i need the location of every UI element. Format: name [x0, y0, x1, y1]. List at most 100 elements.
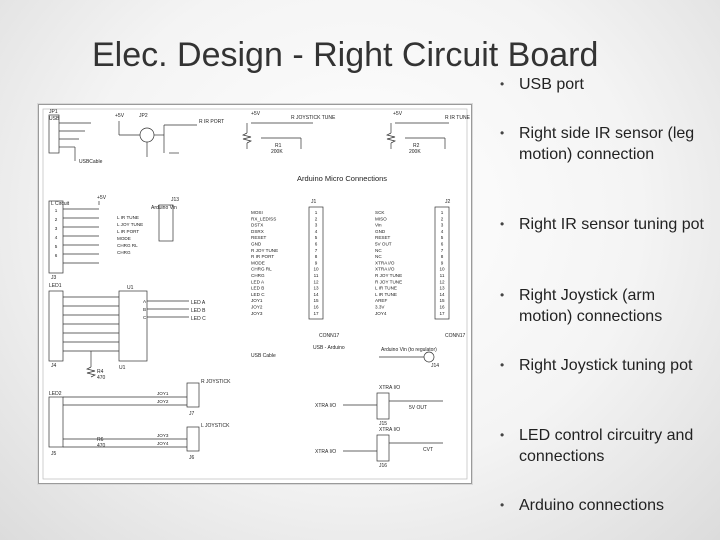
svg-text:XTRA I/O: XTRA I/O	[315, 403, 336, 409]
svg-text:R1: R1	[275, 143, 282, 149]
svg-text:XTRA I/O: XTRA I/O	[315, 449, 336, 455]
j2-pin-number: 3	[441, 223, 444, 228]
svg-text:J4: J4	[51, 363, 57, 369]
l-circuit-label: L Circuit	[51, 201, 70, 207]
j1-pin-label: LED B	[251, 286, 264, 291]
j1-pin-label: DSTX	[251, 223, 263, 228]
j2-pin-label: L IR TUNE	[375, 286, 397, 291]
j1-pin-label: JOY1	[251, 298, 263, 303]
svg-text:J5: J5	[51, 451, 57, 457]
svg-text:L JOYSTICK: L JOYSTICK	[201, 423, 230, 429]
j2-header	[434, 206, 450, 320]
j2-pin-label: XTRA I/O	[375, 260, 395, 265]
j2-pin-label: XTRA I/O	[375, 267, 395, 272]
svg-text:200K: 200K	[271, 149, 283, 155]
u1-pin-label: A	[143, 299, 147, 304]
schematic-wiring	[42, 108, 468, 480]
bullet-usb-port: • USB port	[500, 76, 584, 93]
svg-text:XTRA I/O: XTRA I/O	[379, 427, 400, 433]
j2-pin-number: 17	[439, 311, 445, 316]
u1-pin-labels: ABC	[143, 299, 147, 320]
j2-pin-number: 5	[441, 235, 444, 240]
r-joystick-connector	[186, 382, 200, 408]
l-circuit-pin-number: 4	[55, 235, 58, 240]
svg-text:USB Cable: USB Cable	[251, 353, 276, 359]
svg-text:CONN17: CONN17	[445, 333, 466, 339]
j2-pin-number: 1	[441, 210, 444, 215]
j2-pin-label: RESET	[375, 235, 391, 240]
svg-text:LED A: LED A	[191, 300, 206, 306]
j1-pin-number: 5	[315, 235, 318, 240]
j1-pin-label: CHRG RL	[251, 267, 272, 272]
svg-text:+5V: +5V	[393, 111, 403, 117]
j2-pin-label: NC	[375, 248, 382, 253]
j1-pin-number: 2	[315, 216, 318, 221]
l-circuit-pin-label: MODE	[117, 236, 131, 241]
j2-pin-number: 16	[439, 305, 445, 310]
r-ir-tune-label: R IR TUNE	[445, 115, 471, 121]
j13-connector	[158, 204, 174, 242]
j1-pin-number: 7	[315, 248, 318, 253]
svg-text:200K: 200K	[409, 149, 421, 155]
l-circuit-connector	[48, 200, 64, 274]
j2-pin-label: Vin	[375, 223, 382, 228]
j2-pin-label: L IR TUNE	[375, 292, 397, 297]
j1-pin-label: MOSI	[251, 210, 263, 215]
svg-text:USB - Arduino: USB - Arduino	[313, 345, 345, 351]
j1-pin-label: R JOY TUNE	[251, 248, 278, 253]
j2-pin-number: 4	[441, 229, 444, 234]
svg-text:J14: J14	[431, 363, 439, 369]
bullet-ir-sensor: • Right side IR sensor (leg motion) conn…	[500, 125, 695, 163]
j1-pin-number: 3	[315, 223, 318, 228]
j2-pin-label: 5V OUT	[375, 242, 392, 247]
j1-pin-number: 9	[315, 260, 318, 265]
svg-text:R2: R2	[413, 143, 420, 149]
j2-pin-number: 14	[439, 292, 445, 297]
j1-pin-number: 11	[314, 273, 319, 278]
j1-pin-label: JOY2	[251, 305, 263, 310]
bullet-glyph: •	[500, 77, 505, 91]
svg-text:XTRA I/O: XTRA I/O	[379, 385, 400, 391]
u1-pin-label: B	[143, 307, 146, 312]
j2-pin-number: 15	[439, 298, 445, 303]
j1-pin-number: 12	[313, 279, 319, 284]
bullet-glyph: •	[500, 288, 505, 302]
svg-text:5V OUT: 5V OUT	[409, 405, 427, 411]
j2-pin-number: 7	[441, 248, 444, 253]
svg-text:J7: J7	[189, 411, 195, 417]
slide-title: Elec. Design - Right Circuit Board	[92, 36, 599, 74]
j2-pin-label: SCK	[375, 210, 385, 215]
j1-pin-number: 16	[313, 305, 319, 310]
l-circuit-pin-number: 3	[55, 226, 58, 231]
jp2-label: JP2	[139, 113, 148, 119]
svg-text:R JOYSTICK: R JOYSTICK	[201, 379, 231, 385]
j2-pin-label: AREF	[375, 298, 387, 303]
j2-pin-number: 6	[441, 242, 444, 247]
r-joy-pin-label: JOY2	[157, 399, 169, 404]
svg-text:+5V: +5V	[251, 111, 261, 117]
j1-pin-number: 10	[313, 267, 319, 272]
j1-pin-label: R IR PORT	[251, 254, 274, 259]
j1-pin-label: CHRG	[251, 273, 265, 278]
j1-pin-number: 13	[313, 286, 319, 291]
j2-pin-number: 12	[439, 279, 445, 284]
l-joystick-connector	[186, 426, 200, 452]
circuit-schematic: JP1 USB USBCable JP2 +5V R IR PORT +5V R…	[38, 104, 472, 484]
l-circuit-pin-label: L JOY TUNE	[117, 222, 143, 227]
bullet-arduino-connections: • Arduino connections	[500, 497, 664, 514]
svg-text:J6: J6	[189, 455, 195, 461]
l-circuit-pin-number: 2	[55, 217, 58, 222]
bullet-led-control: • LED control circuitry and connections	[500, 427, 694, 465]
l-circuit-pin-number: 1	[55, 208, 58, 213]
j1-pin-label: GND	[251, 242, 262, 247]
j1-pin-label: MODE	[251, 260, 265, 265]
svg-text:J13: J13	[171, 197, 179, 203]
bullet-joystick-connections: • Right Joystick (arm motion) connection…	[500, 287, 663, 325]
svg-text:J2: J2	[445, 199, 451, 205]
j2-pin-label: NC	[375, 254, 382, 259]
j2-pin-label: R JOY TUNE	[375, 273, 402, 278]
j1-pin-label: RESET	[251, 235, 267, 240]
svg-text:J3: J3	[51, 275, 57, 281]
